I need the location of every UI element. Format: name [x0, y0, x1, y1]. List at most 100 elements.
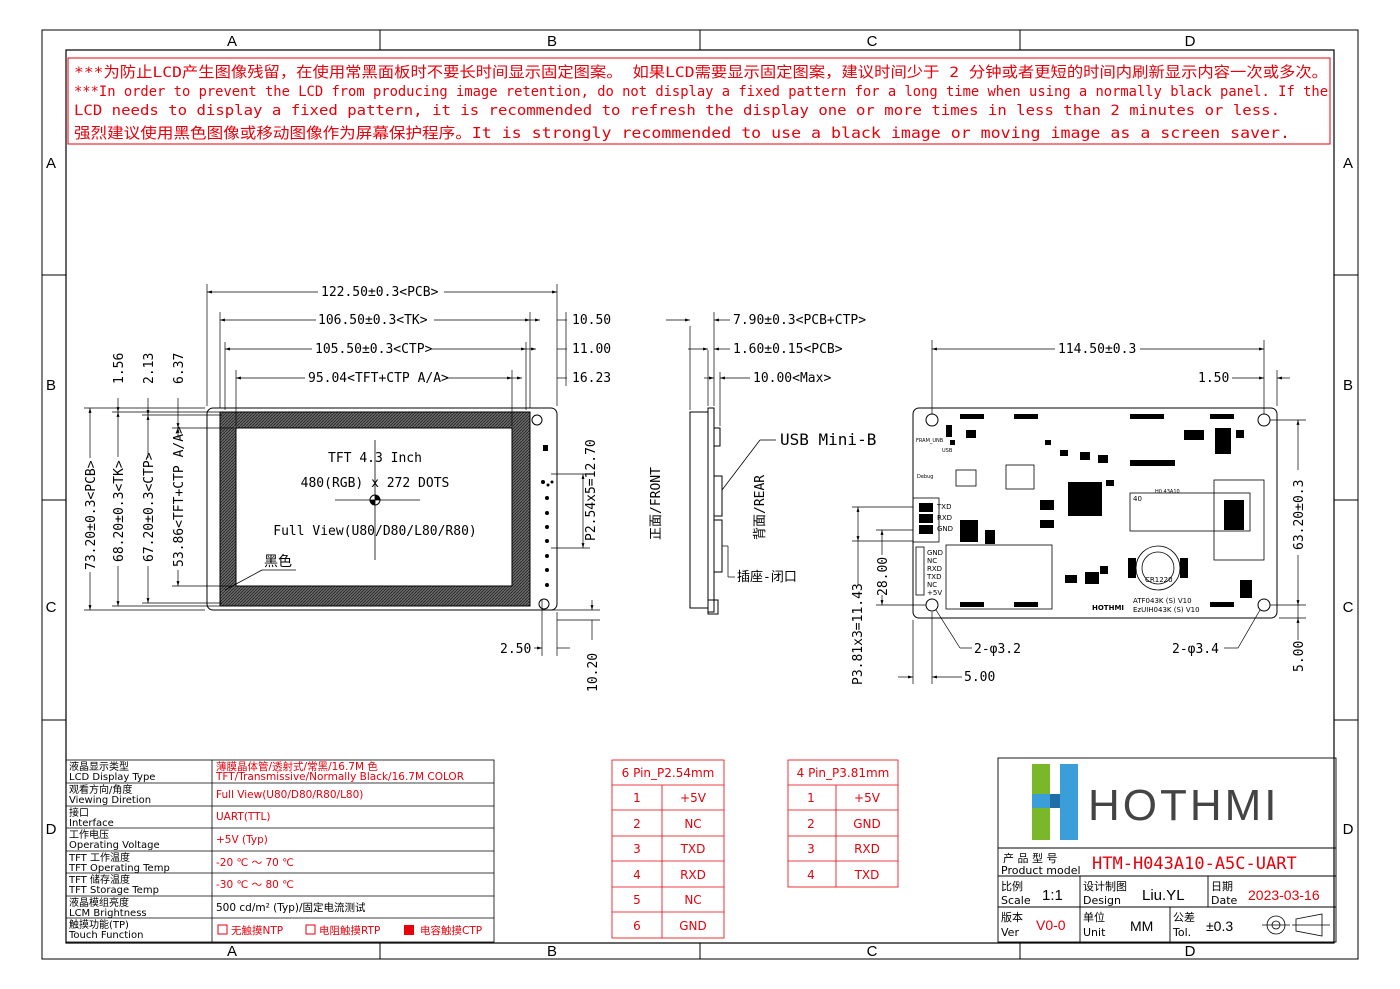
spec-label-cn-3: 接口 — [69, 806, 89, 819]
dim-tk-height: 68.20±0.3<TK> — [112, 460, 127, 562]
spec-label-cn-6: TFT 储存温度 — [68, 873, 130, 886]
dim-right-1100: 11.00 — [572, 342, 611, 357]
spec-value-6: -30 ℃ ～ 80 ℃ — [216, 879, 294, 891]
date-label-en: Date — [1211, 894, 1238, 907]
tol-label-en: Tol. — [1172, 926, 1191, 939]
spec-label-en-3: Interface — [69, 818, 114, 829]
screen-size-text: TFT 4.3 Inch — [328, 451, 422, 466]
dim-pcb-width: 122.50±0.3<PCB> — [321, 285, 439, 300]
ver-label-en: Ver — [1001, 926, 1019, 939]
zone-row-c-left: C — [46, 599, 57, 616]
dim-right-1050: 10.50 — [572, 313, 611, 328]
dim-ctp-height: 67.20±0.3<CTP> — [142, 452, 157, 562]
scale-label-en: Scale — [1001, 894, 1031, 907]
spec-label-cn-8: 触摸功能(TP) — [69, 918, 129, 931]
pin4-table — [787, 759, 899, 888]
spec-value-3: UART(TTL) — [216, 811, 271, 823]
pin6-table — [611, 759, 725, 939]
zone-col-b-bottom: B — [547, 943, 557, 960]
silk-rxd: RXD — [937, 514, 952, 522]
hole-tl — [925, 413, 939, 427]
fpc-pin-count: 40 — [1133, 495, 1142, 503]
zone-col-d-top: D — [1185, 33, 1196, 50]
active-area — [235, 427, 513, 587]
dim-top-156: 1.56 — [112, 353, 127, 384]
touch-ntp-checkbox[interactable] — [217, 924, 228, 935]
front-vertical-dim-labels: 73.20±0.3<PCB> 68.20±0.3<TK> 67.20±0.3<C… — [84, 353, 187, 570]
spec-value-2: Full View(U80/D80/R80/L80) — [216, 789, 363, 801]
side-part-1 — [713, 427, 721, 447]
front-view: TFT 4.3 Inch 480(RGB) x 272 DOTS Full Vi… — [206, 407, 558, 611]
pin6-sig-1: +5V — [680, 791, 707, 805]
dim-back-pitch: P3.81x3=11.43 — [851, 583, 866, 685]
spec-label-en-8: Touch Function — [68, 930, 143, 941]
dim-aa-height: 53.86<TFT+CTP A/A> — [172, 426, 187, 567]
back-4pin-connector — [912, 497, 940, 543]
side-pcb — [707, 407, 715, 613]
silk-pin-3: RXD — [927, 565, 942, 573]
warning-line-1: ***为防止LCD产生图像残留，在使用常黑面板时不要长时间显示固定图案。 如果L… — [74, 63, 1328, 81]
designer-value: Liu.YL — [1142, 887, 1185, 904]
touch-rtp-checkbox[interactable] — [305, 924, 316, 935]
silk-pin-1: GND — [927, 549, 943, 557]
pin6-sig-4: RXD — [680, 868, 706, 882]
spec-label-en-1: LCD Display Type — [69, 772, 155, 783]
silk-debug: Debug — [917, 474, 933, 480]
pin6-sig-3: TXD — [680, 842, 706, 856]
spec-table — [65, 759, 495, 943]
silk-usb: USB — [942, 448, 953, 454]
model-label-cn: 产 品 型 号 — [1003, 851, 1058, 865]
design-label-en: Design — [1083, 894, 1121, 907]
dim-pcb-height: 73.20±0.3<PCB> — [84, 460, 99, 570]
front-horizontal-dim-labels: 122.50±0.3<PCB> 106.50±0.3<TK> 105.50±0.… — [308, 285, 611, 386]
warning-line-3: LCD needs to display a fixed pattern, it… — [74, 102, 1280, 119]
spec-label-cn-5: TFT 工作温度 — [68, 851, 130, 864]
touch-ctp-checkbox[interactable] — [404, 925, 414, 935]
touch-ctp-label: 电容触摸CTP — [420, 924, 482, 937]
dim-back-edge: 1.50 — [1198, 371, 1229, 386]
zone-row-a-left: A — [46, 155, 56, 172]
product-model: HTM-H043A10-A5C-UART — [1092, 854, 1297, 874]
zone-row-a-right: A — [1343, 155, 1353, 172]
zone-row-d-right: D — [1343, 821, 1354, 838]
side-part-2 — [707, 599, 719, 615]
ver-label-cn: 版本 — [1001, 910, 1023, 924]
sheet-frame — [41, 29, 1359, 960]
pin4-title: 4 Pin_P3.81mm — [797, 766, 890, 780]
pin4-sig-1: +5V — [854, 791, 881, 805]
back-label-area — [945, 544, 1053, 610]
dim-side-pcb: 1.60±0.15<PCB> — [733, 342, 843, 357]
hole-tr — [1257, 413, 1271, 427]
side-ctp — [689, 411, 709, 609]
back-dim-labels: 114.50±0.3 1.50 63.20±0.3 5.00 2-φ3.2 2-… — [851, 342, 1307, 685]
front-label: 正面/FRONT — [649, 467, 664, 540]
spec-label-cn-7: 液晶模组亮度 — [69, 896, 129, 909]
brand-silk: HOTHMI — [1092, 604, 1124, 612]
tol-value: ±0.3 — [1206, 918, 1233, 934]
back-silk-tiny: FRAM_UNB USB Debug H0 43A10 — [916, 438, 1180, 495]
model-label-en: Product model — [1001, 864, 1081, 877]
hothmi-logo: HOTHMI — [1032, 764, 1277, 840]
spec-value-4: +5V (Typ) — [216, 834, 268, 846]
pin4-num-4: 4 — [807, 868, 815, 882]
silk-pin-5: NC — [927, 581, 937, 589]
unit-label-en: Unit — [1083, 926, 1106, 939]
rear-label: 背面/REAR — [753, 475, 768, 540]
pin4-sig-3: RXD — [854, 842, 880, 856]
spec-value-1b: TFT/Transmissive/Normally Black/16.7M CO… — [215, 771, 464, 783]
board-label-2: EzUIH043K (S) V10 — [1133, 606, 1200, 614]
dim-bottom-1020: 10.20 — [586, 653, 601, 692]
touch-rtp-label: 电阻触摸RTP — [319, 924, 380, 937]
usb-mini-b-label: USB Mini-B — [780, 430, 876, 449]
pin6-num-5: 5 — [633, 893, 641, 907]
battery-label: CR1220 — [1145, 576, 1173, 584]
dim-right-1623: 16.23 — [572, 371, 611, 386]
spec-label-en-2: Viewing Diretion — [69, 795, 151, 806]
unit-label-cn: 单位 — [1083, 910, 1105, 924]
pin6-num-3: 3 — [633, 842, 641, 856]
dim-back-28: 28.00 — [876, 557, 891, 596]
zone-col-a-bottom: A — [227, 943, 237, 960]
usb-connector — [713, 475, 723, 517]
silk-pin-2: NC — [927, 557, 937, 565]
